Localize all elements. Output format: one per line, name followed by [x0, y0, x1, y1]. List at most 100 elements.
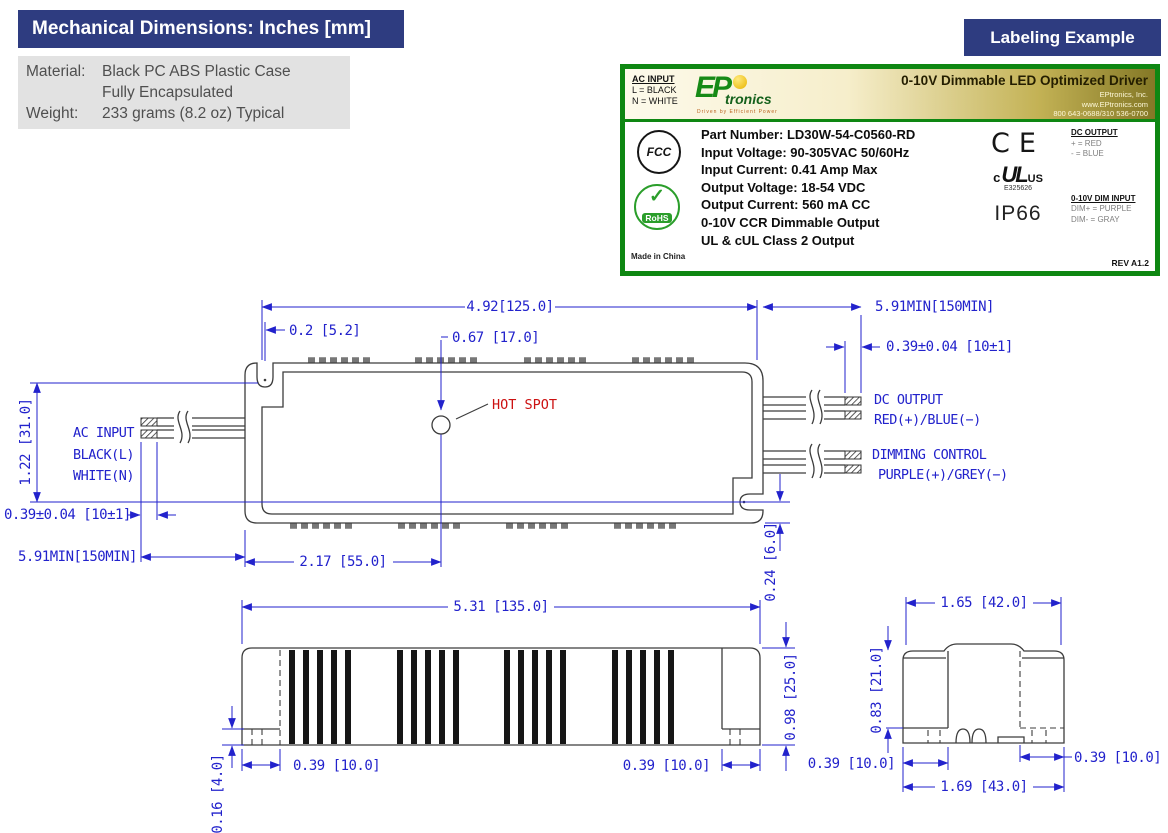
ac-input-wires: [140, 410, 245, 444]
top-view-case-outline: [244, 362, 764, 524]
logo-sun-icon: [733, 75, 747, 89]
dim-side-height: 0.98 [25.0]: [783, 653, 799, 740]
wiring-legend: DC OUTPUT + = RED - = BLUE 0-10V DIM INP…: [1071, 128, 1157, 225]
dc-output-legend-title: DC OUTPUT: [1071, 128, 1118, 137]
ac-input-label-3: WHITE(N): [73, 468, 134, 484]
dim-strip-right: 0.39±0.04 [10±1]: [886, 339, 1013, 355]
ac-input-legend-neutral: N = WHITE: [632, 96, 678, 106]
top-view: 4.92[125.0] 0.2 [5.2] 0.67 [17.0] 5.91MI…: [4, 299, 1013, 602]
hot-spot-marker: [431, 415, 451, 435]
ul-file-number: E325626: [1003, 185, 1033, 192]
dim-end-bottom-width: 1.69 [43.0]: [940, 779, 1027, 795]
spec-line-dimmable: 0-10V CCR Dimmable Output: [701, 214, 880, 230]
side-view-dimensions: 5.31 [135.0] 0.98 [25.0] 0.39 [10.0] 0.3…: [210, 599, 799, 833]
rohs-check-icon: ✓: [649, 186, 665, 207]
product-label: AC INPUT L = BLACK N = WHITE EP tronics …: [620, 64, 1160, 276]
slot-center-mark-top: [263, 378, 267, 382]
end-view-outline: [902, 643, 1065, 744]
ac-input-legend-line: L = BLACK: [632, 85, 677, 95]
spec-line-input-voltage: Input Voltage: 90-305VAC 50/60Hz: [701, 144, 910, 160]
made-in-china: Made in China: [631, 252, 686, 261]
spec-line-class2: UL & cUL Class 2 Output: [701, 232, 855, 248]
label-green-divider: [625, 119, 1155, 122]
dim-side-foot: 0.16 [4.0]: [210, 754, 226, 833]
dim-end-flange-left: 0.39 [10.0]: [808, 756, 895, 772]
ce-mark-icon: CE: [991, 128, 1045, 159]
top-view-dimensions: 4.92[125.0] 0.2 [5.2] 0.67 [17.0] 5.91MI…: [4, 299, 1013, 602]
dim-lead-left: 5.91MIN[150MIN]: [18, 549, 137, 565]
spec-line-input-current: Input Current: 0.41 Amp Max: [701, 162, 878, 178]
fcc-logo: FCC: [637, 130, 681, 174]
wire-strip-end: [140, 417, 158, 427]
rohs-text: RoHS: [642, 213, 672, 223]
logo-tagline: Driven by Efficient Power: [697, 109, 778, 115]
wire-strip-end: [844, 450, 862, 460]
dim-side-slot-left: 0.39 [10.0]: [293, 758, 380, 774]
ac-input-legend-title: AC INPUT: [632, 74, 675, 84]
dim-input-minus: DIM- = GRAY: [1071, 214, 1120, 224]
rohs-logo: ✓ RoHS: [634, 184, 680, 230]
dc-output-label-2: RED(+)/BLUE(−): [874, 412, 981, 428]
side-view: 5.31 [135.0] 0.98 [25.0] 0.39 [10.0] 0.3…: [210, 599, 799, 833]
ac-input-label-2: BLACK(L): [73, 447, 134, 463]
wire-exit-notches: [955, 728, 987, 744]
label-header-band: AC INPUT L = BLACK N = WHITE EP tronics …: [625, 69, 1155, 119]
ip-rating: IP66: [994, 202, 1042, 225]
dim-lead-right: 5.91MIN[150MIN]: [875, 299, 994, 315]
hot-spot-leader: [455, 403, 489, 420]
dim-side-slot-right: 0.39 [10.0]: [623, 758, 710, 774]
page-title: Mechanical Dimensions: Inches [mm]: [18, 10, 404, 48]
cul-us-mark-icon: c UL US E325626: [970, 162, 1066, 193]
dim-slot-offset: 0.2 [5.2]: [289, 323, 360, 339]
dim-end-height: 0.83 [21.0]: [869, 646, 885, 733]
label-product-title: 0-10V Dimmable LED Optimized Driver: [901, 73, 1148, 88]
logo-ep-monogram: EP: [695, 71, 732, 104]
ul-monogram: UL: [1001, 162, 1028, 187]
dc-output-wires: [763, 389, 862, 425]
dimming-label-1: DIMMING CONTROL: [872, 447, 987, 463]
weight-label: Weight:: [26, 105, 79, 122]
dc-output-plus: + = RED: [1071, 138, 1102, 148]
dim-end-top-width: 1.65 [42.0]: [940, 595, 1027, 611]
material-weight-box: Material: Black PC ABS Plastic Case Full…: [18, 56, 350, 129]
dim-slot-edge: 0.24 [6.0]: [763, 522, 779, 601]
side-view-fins: [289, 650, 674, 744]
dim-input-legend-title: 0-10V DIM INPUT: [1071, 193, 1136, 203]
dim-top-body-width: 4.92[125.0]: [466, 299, 553, 315]
hot-spot-label: HOT SPOT: [492, 397, 557, 413]
wire-strip-end: [844, 464, 862, 474]
material-value-1: Black PC ABS Plastic Case: [102, 63, 291, 80]
dimming-control-wires: [763, 443, 862, 479]
logo-tronics-text: tronics: [725, 91, 772, 107]
dc-output-minus: - = BLUE: [1071, 149, 1104, 158]
dc-output-label-1: DC OUTPUT: [874, 392, 943, 408]
ac-input-label-1: AC INPUT: [73, 425, 134, 441]
dim-side-length: 5.31 [135.0]: [453, 599, 548, 615]
wire-strip-end: [140, 429, 158, 439]
dimming-label-2: PURPLE(+)/GREY(−): [878, 467, 1008, 483]
material-value-2: Fully Encapsulated: [102, 84, 233, 101]
label-spec-lines: Part Number: LD30W-54-C0560-RD Input Vol…: [701, 126, 969, 249]
dim-end-flange-right: 0.39 [10.0]: [1074, 750, 1161, 766]
spec-line-output-current: Output Current: 560 mA CC: [701, 197, 871, 213]
ac-input-legend: AC INPUT L = BLACK N = WHITE: [632, 74, 678, 107]
spec-line-output-voltage: Output Voltage: 18-54 VDC: [701, 179, 866, 195]
dim-input-plus: DIM+ = PURPLE: [1071, 204, 1132, 213]
weight-value: 233 grams (8.2 oz) Typical: [102, 105, 285, 122]
spec-line-part-number: Part Number: LD30W-54-C0560-RD: [701, 127, 916, 142]
ul-us: US: [1027, 173, 1043, 185]
dim-slot-span: 1.22 [31.0]: [18, 398, 34, 485]
wire-strip-end: [844, 396, 862, 406]
ul-c: c: [993, 170, 1001, 185]
eptronics-logo: EP tronics Driven by Efficient Power: [695, 71, 815, 117]
certification-marks: CE c UL US E325626 IP66: [970, 122, 1066, 226]
labeling-example-title: Labeling Example: [964, 19, 1161, 56]
label-revision: REV A1.2: [1111, 258, 1149, 268]
label-phone: 800 643-0688/310 536-0700: [1053, 109, 1148, 118]
label-company: EPtronics, Inc.: [1099, 90, 1148, 99]
label-website: www.EPtronics.com: [1081, 99, 1148, 109]
wire-strip-end: [844, 410, 862, 420]
end-view-dimensions: 1.65 [42.0] 0.83 [21.0] 0.39 [10.0] 1.69…: [808, 595, 1162, 795]
dim-strip-left: 0.39±0.04 [10±1]: [4, 507, 131, 523]
